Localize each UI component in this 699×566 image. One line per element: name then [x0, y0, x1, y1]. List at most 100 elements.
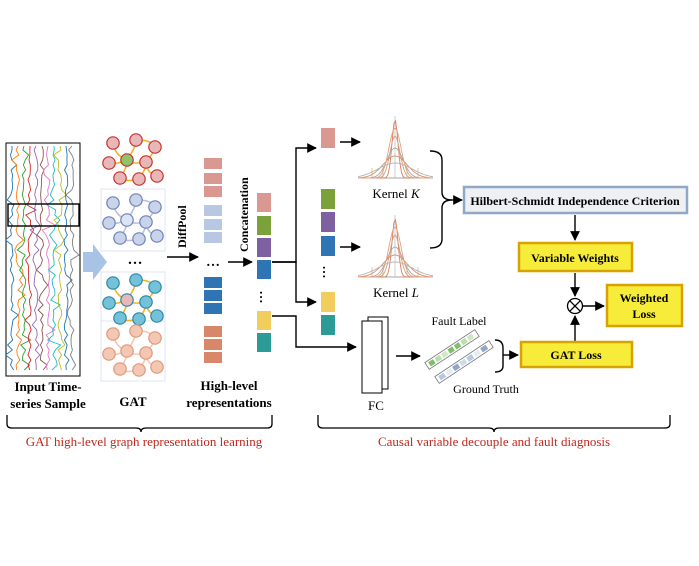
- concat-block: [257, 193, 271, 212]
- high-level-representation-column: [204, 158, 222, 363]
- section-left-caption: GAT high-level graph representation lear…: [26, 434, 263, 449]
- kernel-curve: [357, 155, 434, 179]
- time-series-line: [52, 145, 68, 371]
- time-series-line: [16, 145, 32, 371]
- graph-node: [106, 327, 120, 341]
- representation-block: [204, 232, 222, 243]
- section-brace-left: [6, 415, 273, 433]
- weighted-loss-box: [605, 283, 684, 328]
- representation-block: [204, 326, 222, 337]
- time-series-line: [46, 145, 62, 371]
- representation-block: [204, 339, 222, 350]
- fault-label-bar-cell: [460, 337, 468, 346]
- graph-node: [120, 213, 134, 227]
- graph-node: [113, 171, 127, 185]
- kernel-curve: [358, 226, 433, 278]
- weighted-loss-label-line1: Weighted: [620, 291, 669, 305]
- ground-truth-bar-cell: [438, 372, 447, 381]
- graph-node: [102, 347, 116, 361]
- graph-node: [139, 346, 153, 360]
- representation-block: [204, 186, 222, 197]
- graph-orange: [102, 324, 164, 377]
- concat-block: [257, 333, 271, 352]
- gat-loss-box: [519, 340, 634, 369]
- graph-node: [132, 232, 146, 246]
- fault-label-bar-cell: [440, 350, 449, 358]
- graph-node: [106, 196, 120, 210]
- graph-node: [148, 140, 162, 154]
- ground-truth-text: Ground Truth: [453, 382, 519, 396]
- ground-truth-bar-cell: [445, 368, 454, 376]
- graph-node: [102, 296, 116, 310]
- multiply-operator: [566, 297, 584, 315]
- time-series-line: [29, 145, 41, 370]
- ground-truth-bar: [434, 340, 494, 384]
- graph-node: [148, 331, 162, 345]
- representation-block: [204, 158, 222, 169]
- graph-node: [120, 344, 134, 358]
- graph-node: [132, 312, 146, 326]
- graph-node: [148, 280, 162, 294]
- input-label-line1: Input Time-: [14, 379, 81, 394]
- concat-block: [257, 216, 271, 235]
- causal-block: [321, 128, 335, 148]
- fault-label-bar-cell: [447, 346, 455, 354]
- graph-node: [102, 216, 116, 230]
- loss-bracket: [494, 339, 504, 373]
- graph-node: [139, 295, 153, 309]
- kernel-curve: [357, 261, 434, 277]
- label-vectors: [424, 329, 494, 384]
- concatenation-label: Concatenation: [237, 177, 251, 252]
- causal-block: [321, 292, 335, 312]
- concat-block: [257, 238, 271, 257]
- high-level-label-line1: High-level: [200, 378, 257, 393]
- representation-block: [204, 290, 222, 301]
- graph-cyan: [102, 273, 164, 326]
- graph-node: [113, 362, 127, 376]
- diffpool-label: DiffPool: [175, 205, 189, 248]
- kernel-l-label: Kernel L: [373, 285, 419, 300]
- representation-block: [204, 205, 222, 216]
- fc-layer: [361, 316, 389, 394]
- fc-label: FC: [368, 398, 384, 413]
- fault-label-bar-cell: [466, 333, 475, 341]
- causal-ellipsis: …: [320, 266, 335, 279]
- graph-node: [102, 156, 116, 170]
- time-series-signals: [4, 145, 80, 371]
- fault-label-bar-cell: [434, 354, 443, 363]
- graph-node: [139, 215, 153, 229]
- representation-block: [204, 277, 222, 288]
- ground-truth-bar-cell: [480, 344, 489, 353]
- fault-label-bar-cell: [428, 359, 436, 367]
- fault-label-bar-cell: [453, 342, 462, 350]
- kernel-curve: [357, 254, 434, 278]
- time-series-line: [41, 145, 56, 371]
- variable-weights-label: Variable Weights: [531, 251, 619, 265]
- kernel-k-label: Kernel K: [372, 186, 421, 201]
- ground-truth-bar-cell: [466, 354, 475, 362]
- representation-block: [204, 219, 222, 230]
- gat-graph-column: [100, 133, 166, 382]
- time-series-line: [24, 145, 37, 371]
- input-to-gat-arrow: [83, 244, 107, 280]
- kernel-k-plot: [357, 116, 434, 179]
- kernel-merge-brace: [429, 150, 453, 249]
- hsic-label: Hilbert-Schmidt Independence Criterion: [470, 194, 680, 208]
- graph-node: [150, 360, 164, 374]
- graph-top: [102, 133, 164, 186]
- graph-node: [129, 193, 143, 207]
- concat-block: [257, 260, 271, 279]
- kernel-curve: [358, 218, 433, 278]
- graph-node: [120, 153, 134, 167]
- concat-ellipsis: …: [257, 291, 272, 304]
- graph-node: [120, 293, 134, 307]
- graph-node: [139, 155, 153, 169]
- kernel-curve: [358, 135, 433, 179]
- kernel-l-plot: [357, 215, 434, 278]
- concatenated-vector: [257, 193, 271, 352]
- graph-node: [129, 273, 143, 287]
- hsic-box: [462, 185, 689, 215]
- graph-node: [148, 200, 162, 214]
- variable-weights-box: [517, 241, 634, 273]
